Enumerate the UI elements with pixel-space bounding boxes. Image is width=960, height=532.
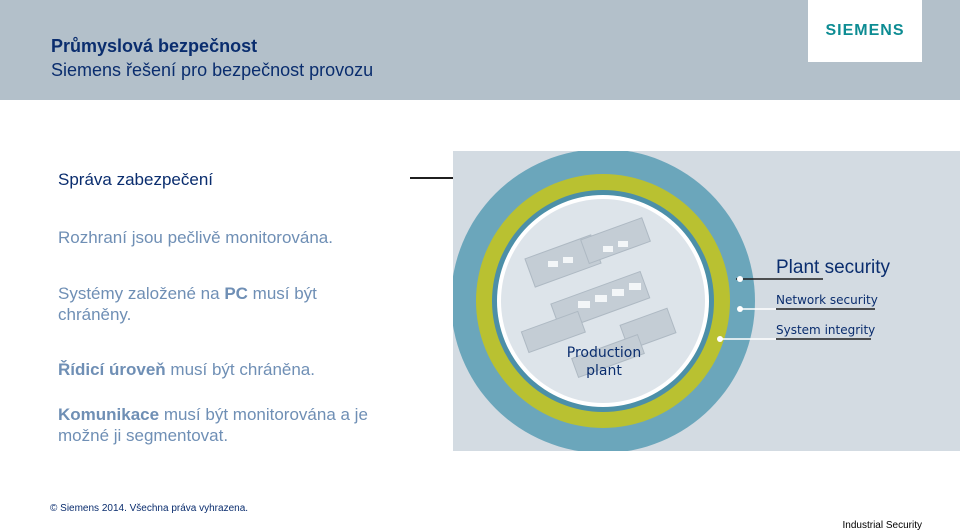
bullet-pc-systems: Systémy založené na PC musí být chráněny…: [58, 283, 358, 325]
bullet-line-2: možné ji segmentovat.: [58, 426, 229, 445]
plant-details: [548, 241, 641, 308]
bullet-communication: Komunikace musí být monitorována a je mo…: [58, 404, 418, 446]
section-heading: Správa zabezpečení: [58, 170, 213, 189]
plant-security-label: Plant security: [776, 257, 891, 278]
bullet-text: musí být chráněna.: [165, 360, 315, 379]
production-label-2: plant: [586, 363, 622, 379]
bullet-text: Systémy založené na: [58, 284, 225, 303]
header-band: Průmyslová bezpečnost Siemens řešení pro…: [0, 0, 960, 100]
bullet-text: musí být chráněny.: [58, 284, 317, 324]
production-label-1: Production: [567, 345, 641, 361]
bullet-line-1: Komunikace musí být monitorována a je: [58, 404, 418, 425]
siemens-logo: SIEMENS: [808, 0, 922, 62]
bullet-interfaces: Rozhraní jsou pečlivě monitorována.: [58, 227, 333, 248]
system-integrity-label: System integrity: [776, 323, 875, 337]
defense-in-depth-graphic: Plant security Network security System i…: [453, 151, 960, 451]
plant-security-dot: [737, 276, 743, 282]
bullet-text: Rozhraní jsou pečlivě monitorována.: [58, 228, 333, 247]
bullet-text: musí být monitorována a je: [159, 405, 368, 424]
bullet-bold: Komunikace: [58, 405, 160, 424]
rings-illustration: Plant security Network security System i…: [453, 151, 960, 451]
page-title: Průmyslová bezpečnost: [51, 36, 258, 56]
footer-copyright: © Siemens 2014. Všechna práva vyhrazena.: [50, 503, 249, 514]
footer-section: Industrial Security: [842, 520, 922, 531]
bullet-bold: PC: [224, 284, 248, 303]
page-subtitle: Siemens řešení pro bezpečnost provozu: [51, 60, 374, 80]
bullet-bold: Řídicí úroveň: [58, 360, 166, 379]
bullet-control-level: Řídicí úroveň musí být chráněna.: [58, 359, 315, 380]
logo-text: SIEMENS: [825, 22, 905, 39]
network-security-label: Network security: [776, 293, 878, 307]
